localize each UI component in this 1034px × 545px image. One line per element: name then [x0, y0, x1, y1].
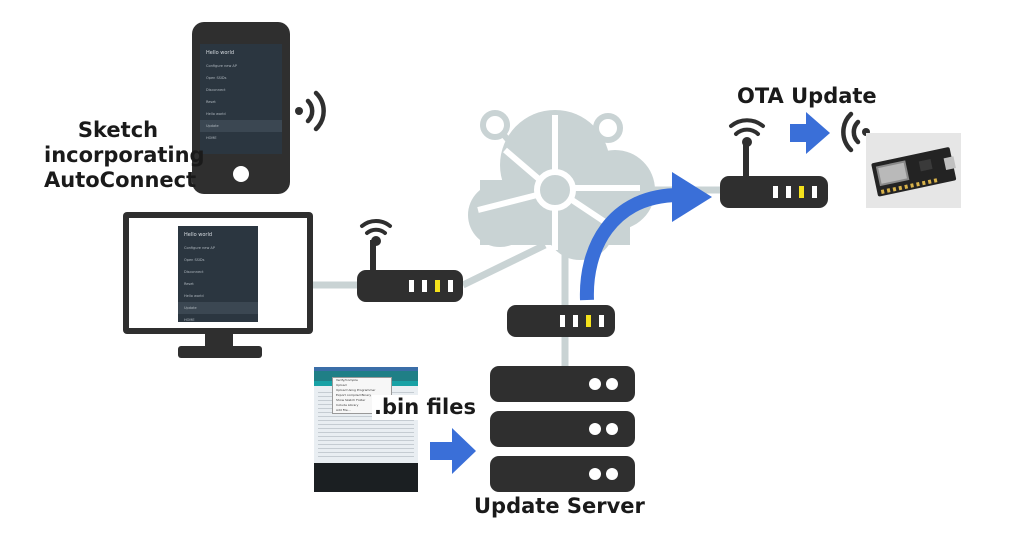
portal-title: Hello world	[184, 232, 213, 238]
ide-menu-item: Show Sketch Folder	[336, 398, 366, 402]
portal-menu-item: Disconnect	[184, 270, 204, 274]
cloud-icon	[468, 110, 655, 260]
portal-menu-item: Reset	[206, 100, 216, 104]
portal-menu-item: Update	[178, 302, 258, 314]
ide-menu-item: Verify/Compile	[336, 378, 358, 382]
portal-title: Hello world	[206, 50, 235, 56]
portal-menu-item: Configure new AP	[184, 246, 215, 250]
portal-menu-item: HOME	[184, 318, 195, 322]
router-icon	[357, 218, 463, 302]
arrow-icon	[579, 172, 712, 301]
portal-menu-item: Disconnect	[206, 88, 226, 92]
sketch-label: Sketch incorporating AutoConnect	[44, 118, 205, 193]
ota-update-label: OTA Update	[737, 84, 877, 108]
arrow-icon	[430, 428, 476, 474]
ide-menu-item: Add File...	[336, 408, 351, 412]
portal-menu-item: Update	[200, 120, 282, 132]
server-icon	[490, 366, 635, 492]
portal-menu-item: Hello world	[184, 294, 204, 298]
ide-menu-item: Upload	[336, 383, 347, 387]
sketch-label-line1: Sketch	[77, 118, 159, 142]
portal-menu-item: Hello world	[206, 112, 226, 116]
portal-menu-item: Open SSIDs	[184, 258, 205, 262]
portal-menu-item: Configure new AP	[206, 64, 237, 68]
router-icon	[507, 305, 615, 337]
update-server-label: Update Server	[474, 494, 645, 518]
ide-menu-item: Include Library	[336, 403, 359, 407]
ide-menu-item: Export compiled Binary	[336, 393, 372, 397]
wifi-signal-icon	[295, 90, 326, 132]
router-icon	[720, 118, 828, 208]
bin-files-label: .bin files	[372, 395, 478, 420]
portal-menu-item: Open SSIDs	[206, 76, 227, 80]
esp8266-board-drawing	[871, 147, 957, 197]
portal-menu-item: HOME	[206, 136, 217, 140]
arrow-icon	[790, 112, 830, 154]
sketch-label-line2: incorporating	[44, 143, 205, 167]
portal-menu-item: Reset	[184, 282, 194, 286]
sketch-label-line3: AutoConnect	[44, 168, 197, 192]
esp8266-board-image	[866, 133, 961, 208]
ide-menu-item: Upload Using Programmer	[336, 388, 376, 392]
